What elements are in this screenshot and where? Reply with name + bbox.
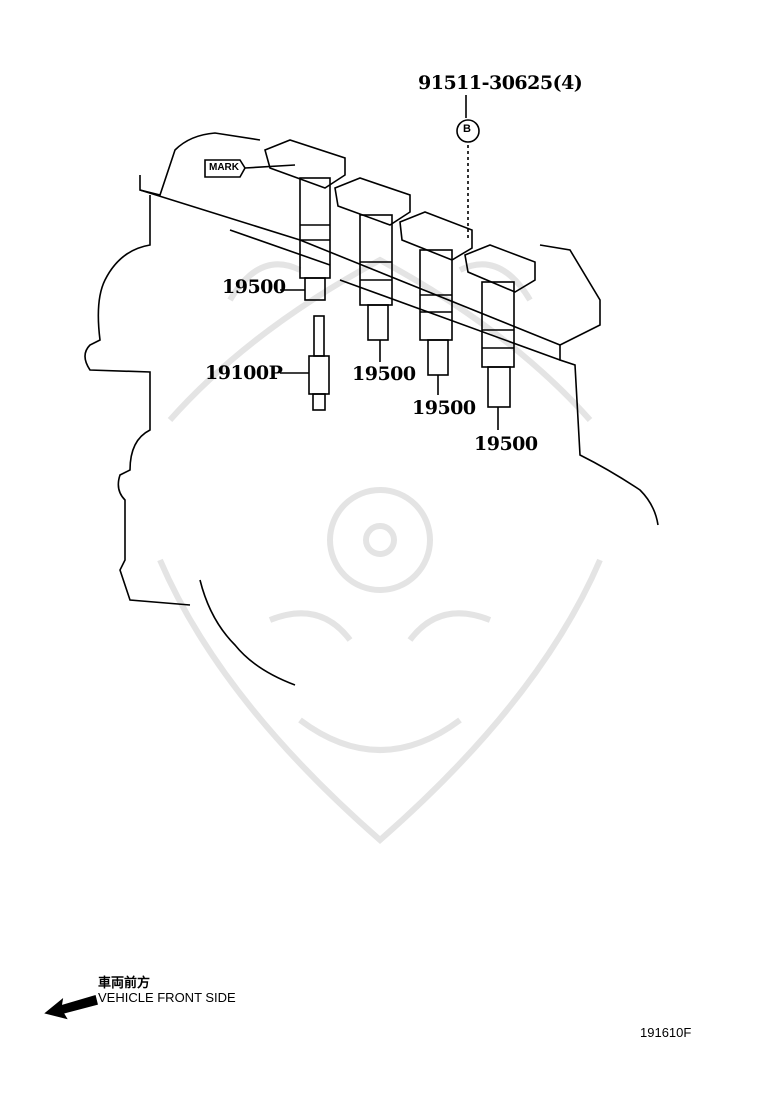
spark-plug bbox=[280, 315, 330, 411]
bolt-leader bbox=[456, 95, 480, 240]
spark-plug-part-number: 19100P bbox=[205, 362, 283, 384]
coil-4-part-number: 19500 bbox=[474, 433, 538, 455]
ignition-coil-2 bbox=[334, 177, 411, 362]
figure-code: 191610F bbox=[640, 1025, 692, 1040]
coil-3-part-number: 19500 bbox=[412, 397, 476, 419]
arrow-left-down-icon bbox=[44, 994, 98, 1020]
ignition-coil-3 bbox=[399, 211, 473, 395]
bolt-reference-letter: B bbox=[463, 123, 471, 135]
direction-english: VEHICLE FRONT SIDE bbox=[98, 990, 236, 1005]
ignition-coil-4 bbox=[464, 244, 536, 430]
ignition-coil-1 bbox=[264, 139, 346, 301]
engine-block-outline bbox=[84, 132, 659, 686]
bolt-part-number: 91511-30625(4) bbox=[418, 72, 583, 94]
direction-japanese: 車両前方 bbox=[98, 975, 151, 990]
coil-1-part-number: 19500 bbox=[222, 276, 286, 298]
coil-2-part-number: 19500 bbox=[352, 363, 416, 385]
watermark-logo bbox=[157, 256, 603, 844]
mark-label: MARK bbox=[209, 162, 239, 173]
